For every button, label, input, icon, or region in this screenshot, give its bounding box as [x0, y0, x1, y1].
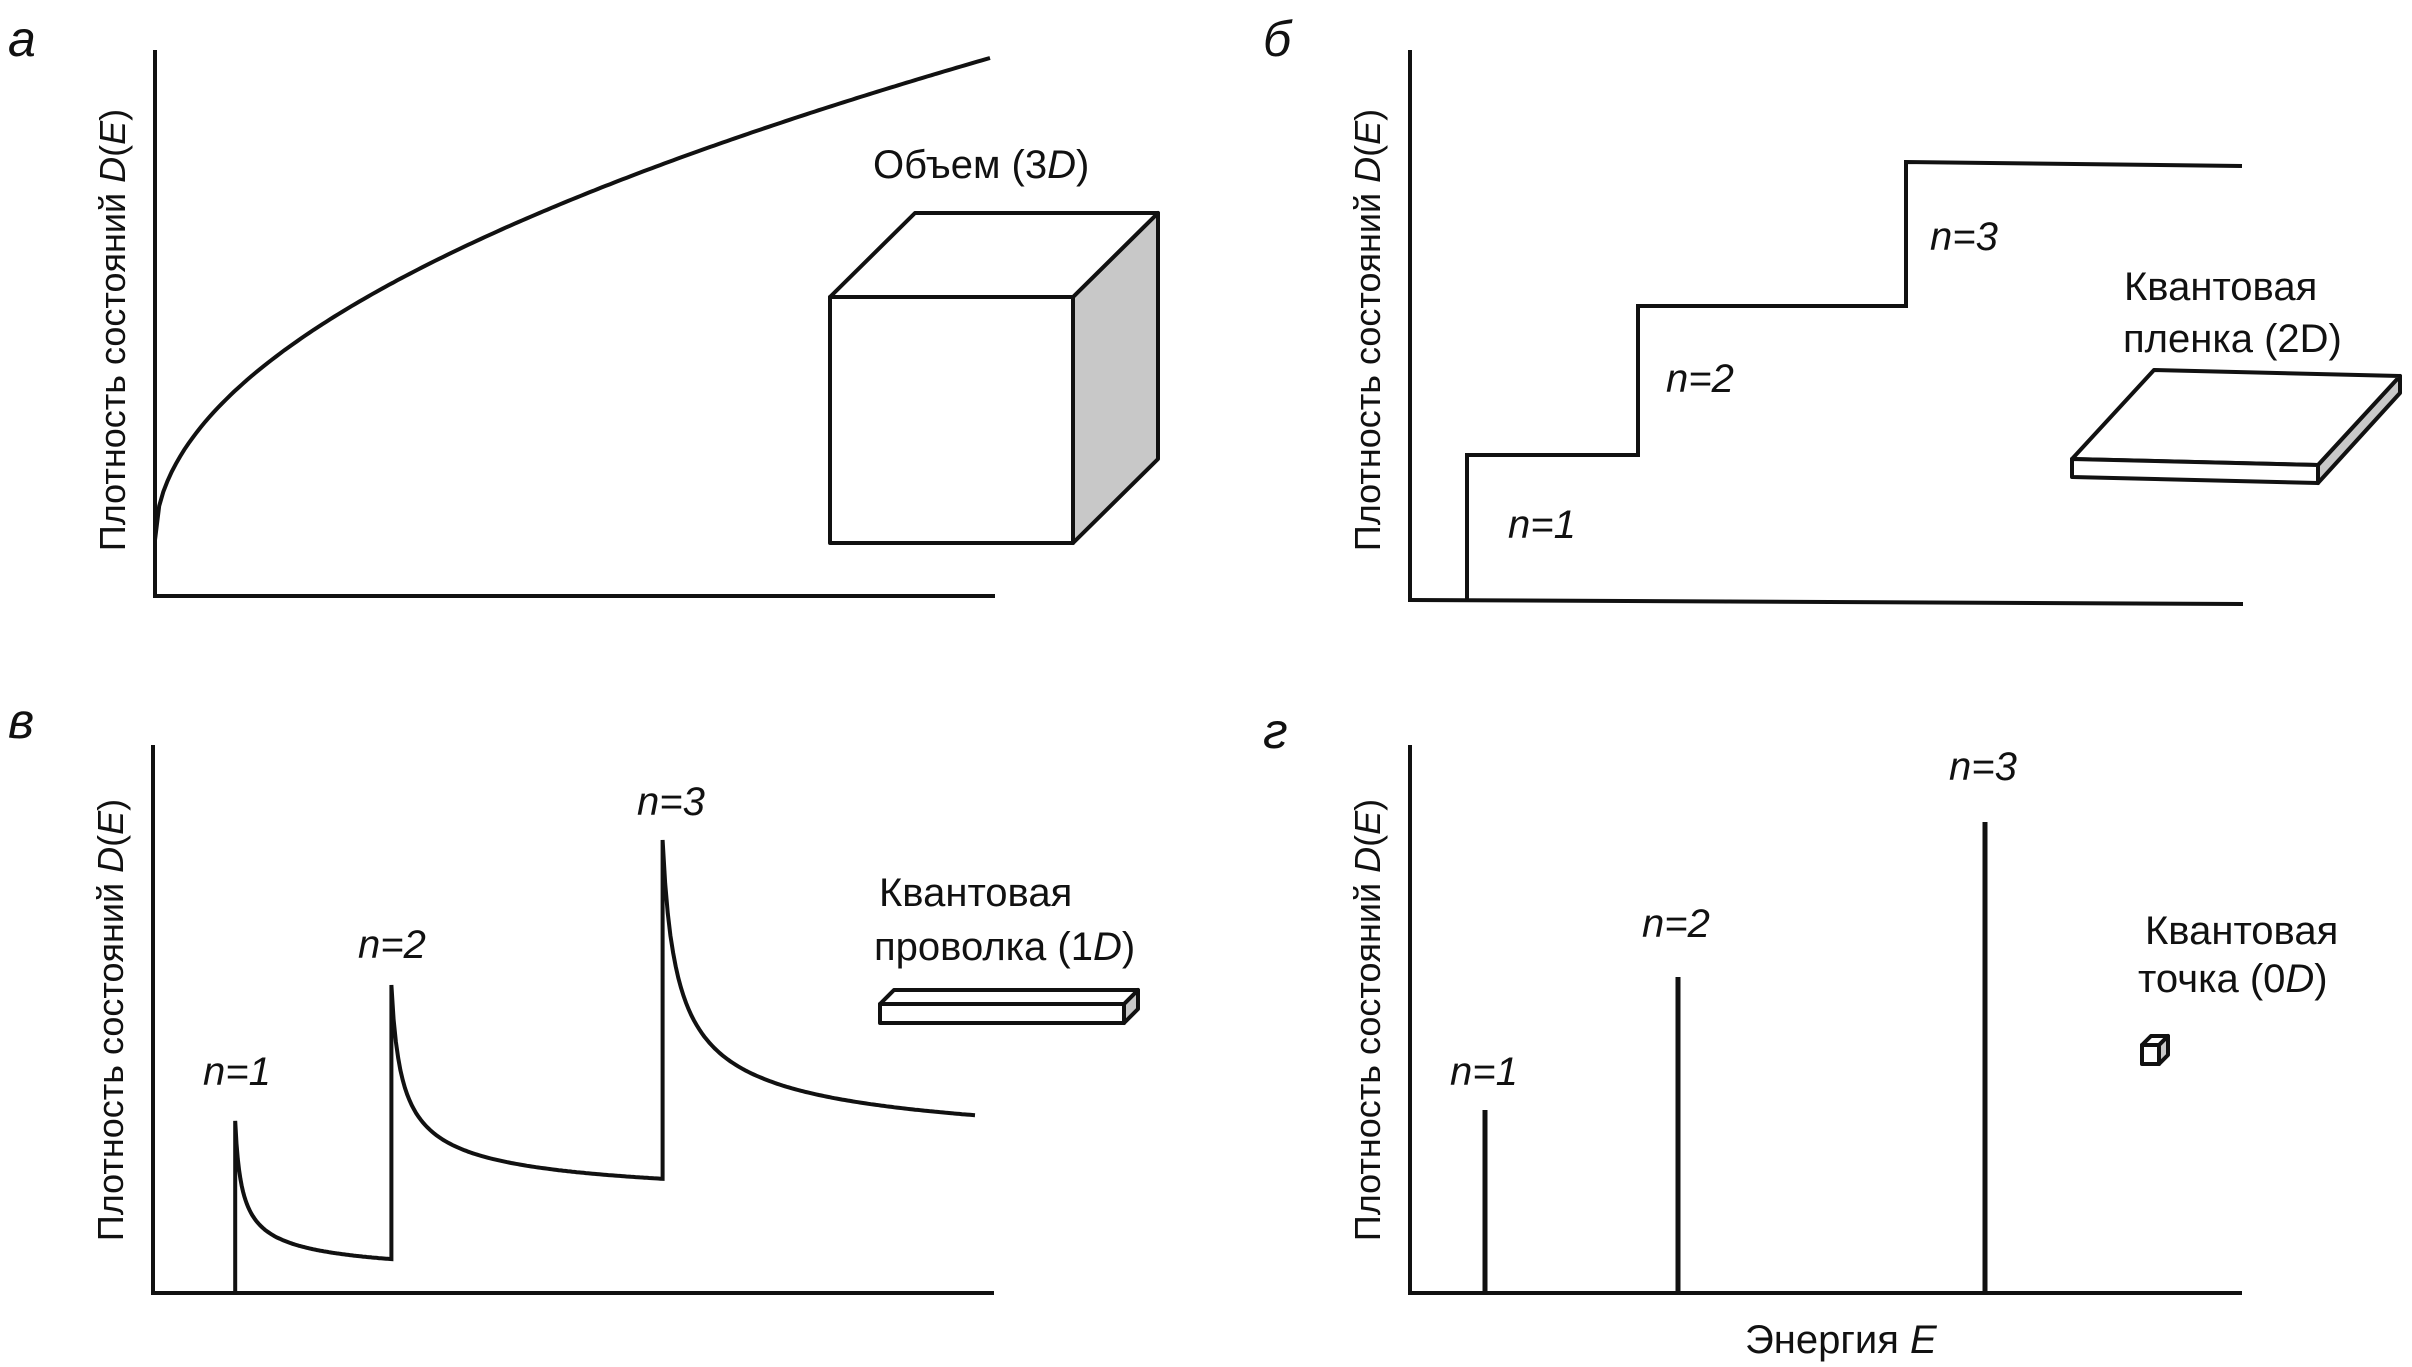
x-axis-b	[1409, 598, 2244, 606]
y-axis-label-b: Плотность состояний D(E)	[1347, 109, 1388, 551]
panel-b: б Плотность состояний D(E) n=1 n=2 n=3 К…	[1263, 11, 2402, 606]
peak-label-n3: n=3	[637, 780, 705, 824]
panel-a: а Плотность состояний D(E) Объем (3D)	[8, 11, 1160, 598]
panel-letter-b: б	[1263, 11, 1293, 67]
inset-label-wire-line2: проволка (1D)	[874, 925, 1135, 969]
step-label-n3: n=3	[1930, 215, 1998, 259]
wire-icon	[878, 988, 1140, 1025]
inset-label-bulk: Объем (3D)	[873, 143, 1089, 187]
slab-icon	[2070, 368, 2402, 485]
dos-curve-1d	[233, 839, 976, 1293]
step-label-n1: n=1	[1508, 503, 1576, 547]
panel-c: в Плотность состояний D(E) n=1 n=2 n=3 К…	[8, 693, 1140, 1295]
y-axis-label-a: Плотность состояний D(E)	[92, 109, 133, 551]
inset-label-dot-line1: Квантовая	[2145, 909, 2338, 953]
inset-label-film-line2: пленка (2D)	[2123, 317, 2342, 361]
x-axis-label-energy: Энергия E	[1745, 1318, 1938, 1362]
delta-label-n3: n=3	[1949, 745, 2017, 789]
y-axis-label-c: Плотность состояний D(E)	[90, 799, 131, 1241]
dot-cube-icon	[2140, 1034, 2170, 1066]
delta-label-n1: n=1	[1450, 1050, 1518, 1094]
delta-label-n2: n=2	[1642, 902, 1710, 946]
peak-label-n1: n=1	[203, 1050, 271, 1094]
inset-label-film-line1: Квантовая	[2124, 265, 2317, 309]
dos-curve-3d	[153, 56, 991, 596]
panel-letter-d: г	[1263, 703, 1288, 759]
step-label-n2: n=2	[1666, 357, 1734, 401]
panel-d: г Плотность состояний D(E) n=1 n=2 n=3 К…	[1263, 703, 2338, 1362]
panel-letter-a: а	[8, 11, 36, 67]
inset-label-wire-line1: Квантовая	[879, 871, 1072, 915]
dos-step-curve-2d	[1465, 159, 2243, 600]
inset-label-dot-line2: точка (0D)	[2138, 957, 2328, 1001]
panel-letter-c: в	[8, 693, 34, 749]
peak-label-n2: n=2	[358, 923, 426, 967]
y-axis-label-d: Плотность состояний D(E)	[1347, 799, 1388, 1241]
cube-icon	[828, 211, 1160, 545]
